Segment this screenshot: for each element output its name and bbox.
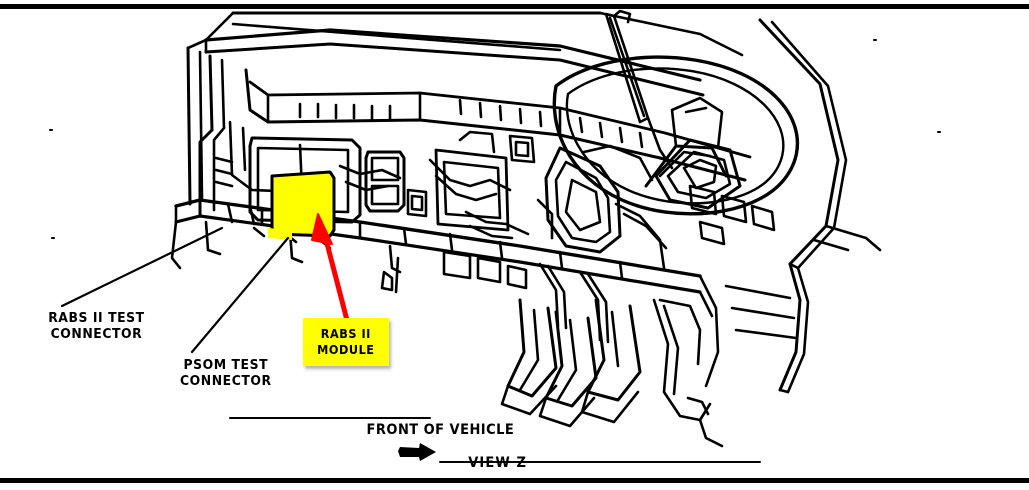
front-of-vehicle-label: FRONT OF VEHICLE [366, 422, 515, 438]
view-z-label: VIEW Z [468, 455, 528, 471]
callout-rabs-test-connector-line2: CONNECTOR [50, 326, 143, 343]
module-pointer-arrow [311, 213, 351, 327]
callout-psom-test-connector-line2: CONNECTOR [179, 373, 272, 390]
callout-psom-test-connector: PSOM TEST CONNECTOR [180, 357, 272, 390]
bottom-border-band [0, 478, 1029, 483]
leader-line-rabs-connector [60, 226, 224, 308]
leader-line-psom-connector [190, 236, 290, 354]
top-border-band [0, 4, 1029, 9]
callout-rabs-test-connector-line1: RABS II TEST [48, 310, 145, 326]
rabs-ii-module-callout-box: RABS II MODULE [303, 318, 389, 366]
callout-rabs-test-connector: RABS II TEST CONNECTOR [48, 310, 144, 343]
module-callout-line1: RABS II [320, 326, 372, 342]
front-direction-arrow-icon [398, 443, 436, 461]
callout-psom-test-connector-line1: PSOM TEST [183, 357, 269, 373]
module-callout-line2: MODULE [317, 342, 375, 357]
